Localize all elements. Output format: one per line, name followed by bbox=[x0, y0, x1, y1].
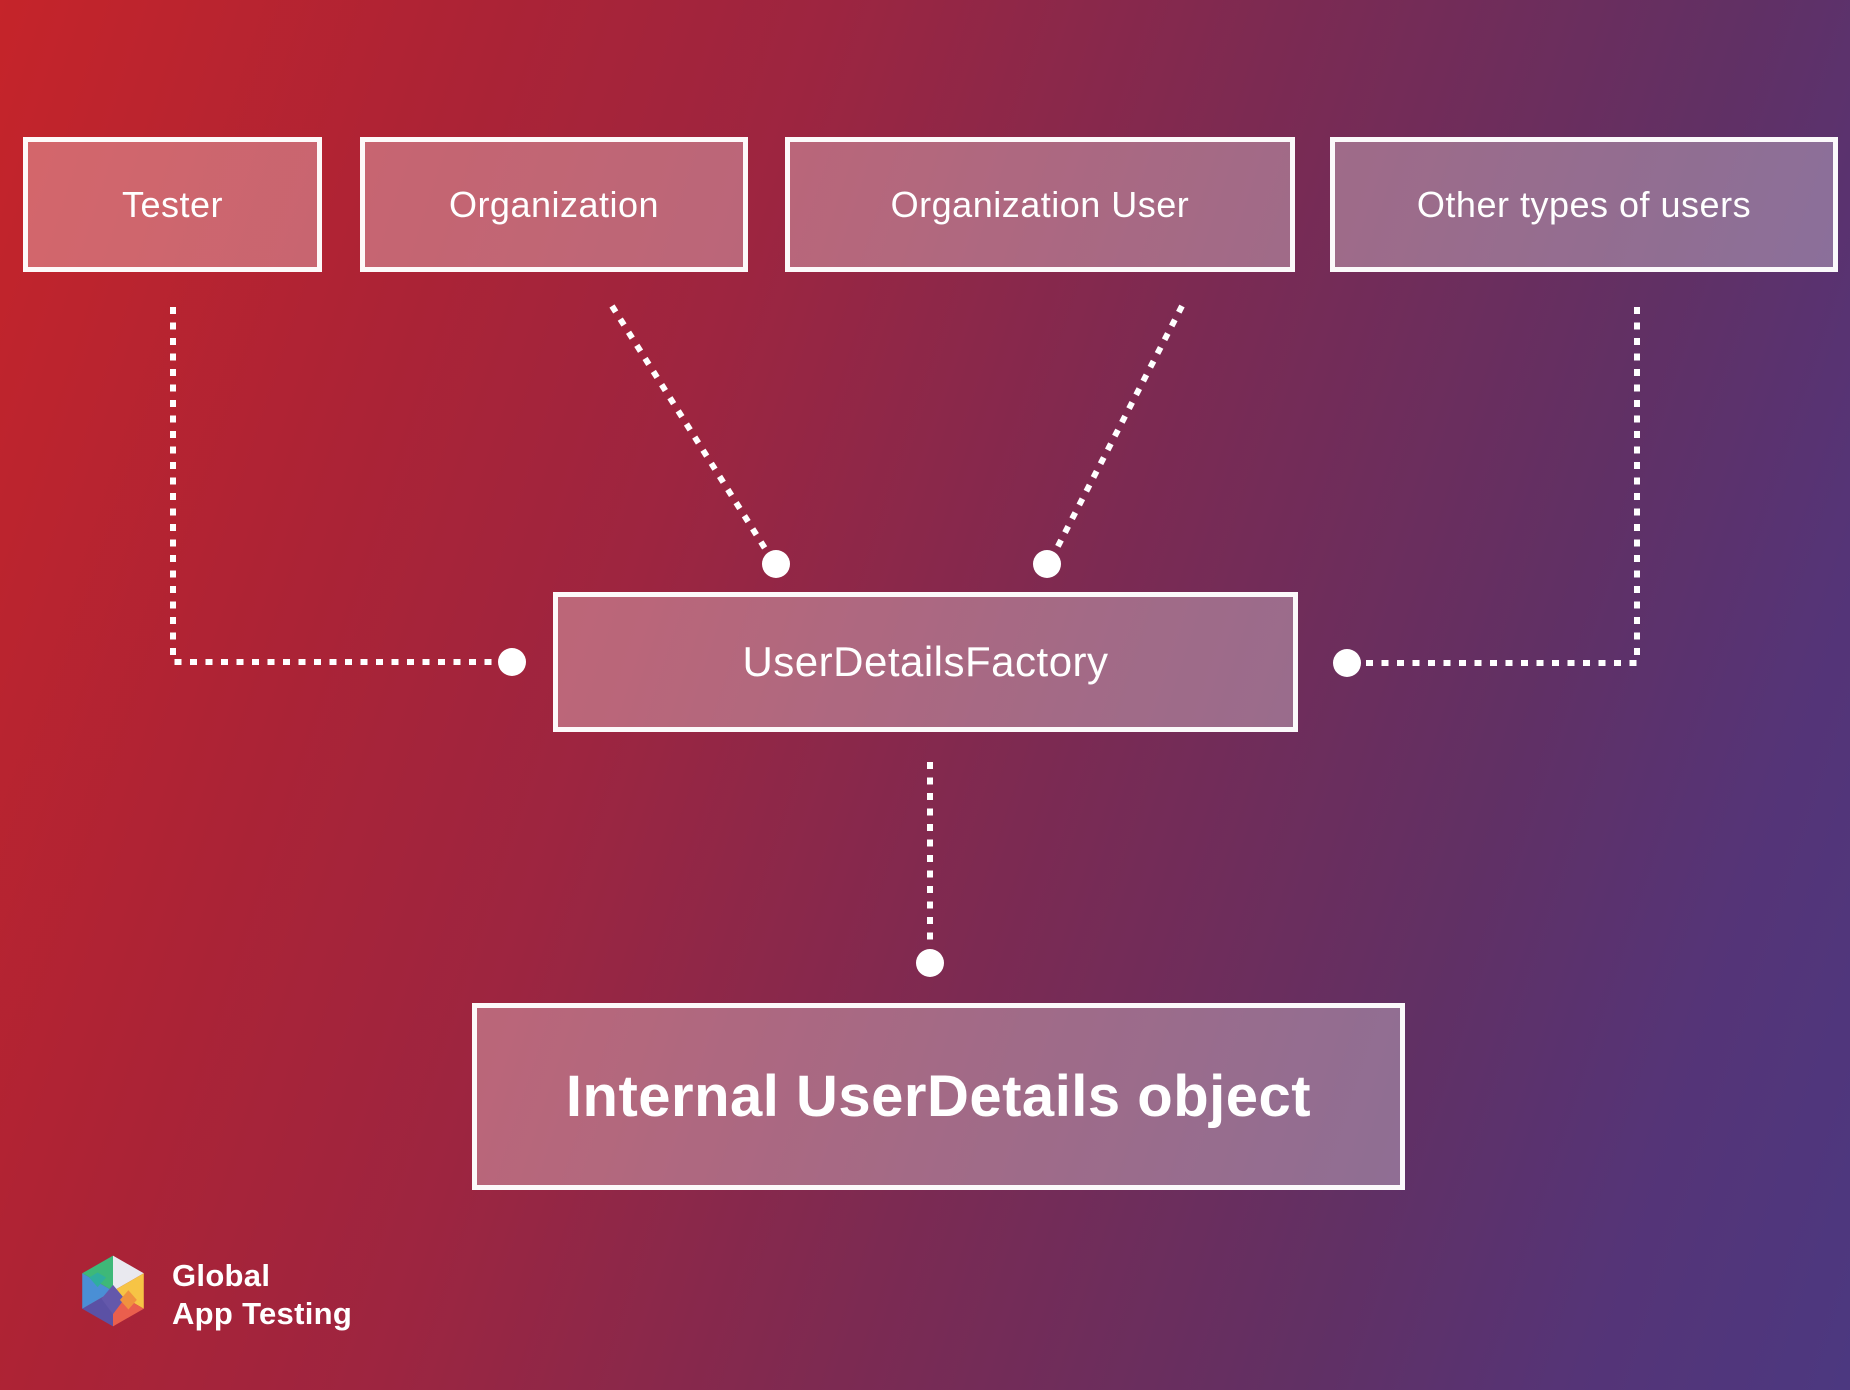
logo-text-line2: App Testing bbox=[172, 1296, 353, 1332]
global-app-testing-logo-text: Global App Testing bbox=[172, 1257, 352, 1333]
global-app-testing-logo-icon bbox=[82, 1255, 144, 1327]
edge-organization-user-to-factory bbox=[1053, 304, 1185, 552]
node-other-users: Other types of users bbox=[1330, 137, 1838, 272]
edge-endpoint-dot bbox=[762, 550, 790, 578]
node-user-details-factory: UserDetailsFactory bbox=[553, 592, 1298, 732]
node-internal-userdetails-object: Internal UserDetails object bbox=[472, 1003, 1405, 1190]
edge-endpoint-dot bbox=[498, 648, 526, 676]
logo-text-line1: Global bbox=[172, 1258, 271, 1293]
node-organization-user: Organization User bbox=[785, 137, 1295, 272]
edge-endpoint-dot bbox=[1333, 649, 1361, 677]
edge-endpoint-dot bbox=[1033, 550, 1061, 578]
edge-tester-to-factory bbox=[170, 307, 494, 665]
node-tester: Tester bbox=[23, 137, 322, 272]
edge-organization-to-factory bbox=[609, 304, 769, 552]
edge-endpoint-dot bbox=[916, 949, 944, 977]
edge-other-users-to-factory bbox=[1364, 307, 1640, 666]
node-organization: Organization bbox=[360, 137, 748, 272]
